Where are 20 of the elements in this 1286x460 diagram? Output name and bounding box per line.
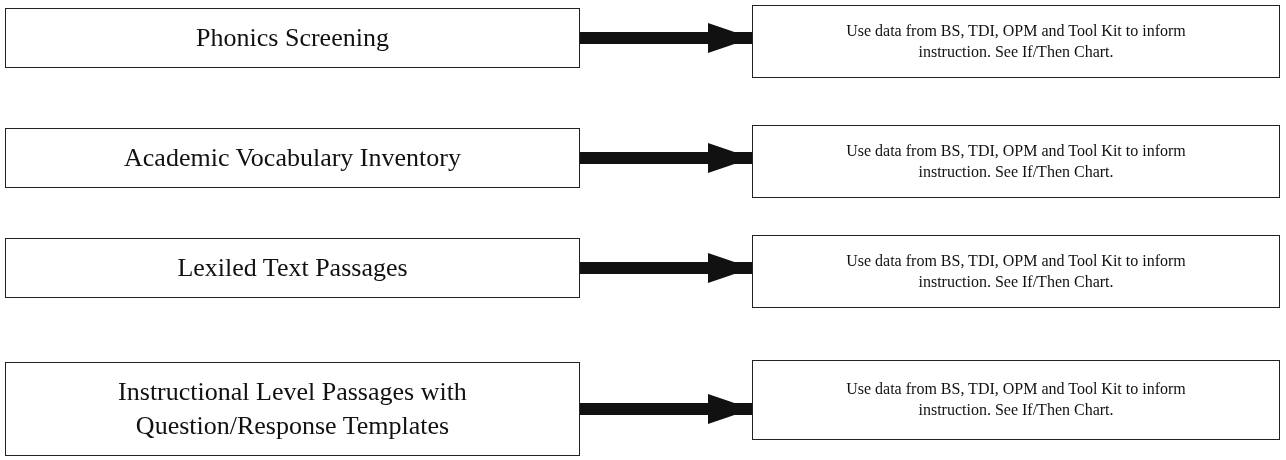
box-text: Use data from BS, TDI, OPM and Tool Kit to inform instruction. See If/Then Chart. <box>845 20 1187 62</box>
assessment-box <box>5 8 580 68</box>
box-text: Academic Vocabulary Inventory <box>124 142 461 175</box>
box-text: Use data from BS, TDI, OPM and Tool Kit to inform instruction. See If/Then Chart. <box>845 250 1187 292</box>
box-text: Use data from BS, TDI, OPM and Tool Kit to inform instruction. See If/Then Chart. <box>845 379 1187 420</box>
instruction-box <box>752 360 1280 440</box>
assessment-box <box>5 362 580 456</box>
arrow <box>580 253 752 283</box>
arrow <box>580 143 752 173</box>
arrow <box>580 23 752 53</box>
instruction-box <box>752 235 1280 308</box>
assessment-box <box>5 238 580 298</box>
box-text: Lexiled Text Passages <box>177 252 408 285</box>
box-text: Use data from BS, TDI, OPM and Tool Kit to inform instruction. See If/Then Chart. <box>845 140 1187 182</box>
instruction-box <box>752 125 1280 198</box>
assessment-box <box>5 128 580 188</box>
box-text: Phonics Screening <box>196 22 389 55</box>
arrow <box>580 394 752 424</box>
instruction-box <box>752 5 1280 78</box>
box-text: Instructional Level Passages with Question/Response Templates <box>117 376 468 442</box>
